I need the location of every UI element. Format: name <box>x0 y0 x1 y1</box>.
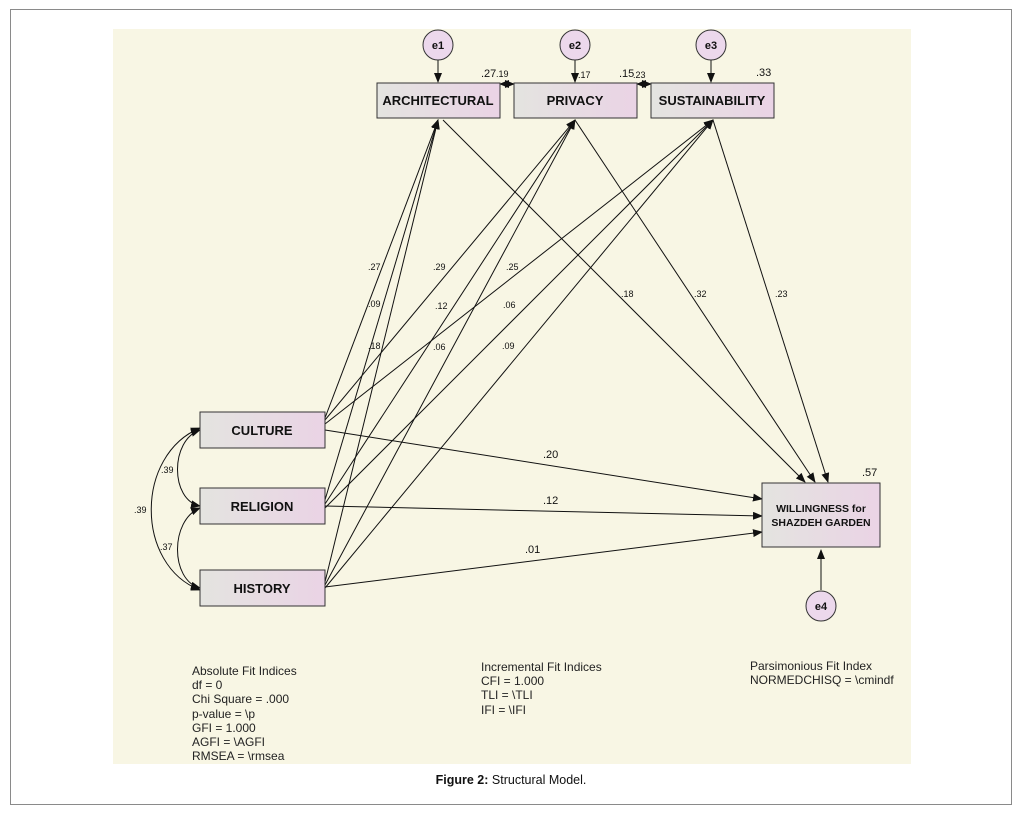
absolute-fit-line: df = 0 <box>192 678 223 693</box>
figure-caption-label: Figure 2: <box>435 773 489 787</box>
path-religion-architectural <box>324 119 440 501</box>
coef-culture-privacy: .29 <box>433 262 446 272</box>
diagram-panel <box>113 29 911 764</box>
absolute-fit-line: AGFI = \AGFI <box>192 735 266 750</box>
absolute-fit-line: Chi Square = .000 <box>192 692 290 707</box>
coef-religion-willing: .12 <box>543 495 558 507</box>
cov-culture-history <box>150 427 201 591</box>
path-sustainability-willingness <box>712 119 830 483</box>
coef-religion-arch: .09 <box>368 299 381 309</box>
path-culture-privacy <box>324 119 576 421</box>
coef-history-privacy: .06 <box>433 342 446 352</box>
cov-label-religion-history: .37 <box>160 542 173 552</box>
coef-history-arch: .18 <box>368 341 381 351</box>
coef-privacy-willing: .32 <box>694 289 707 299</box>
incremental-fit-indices: Incremental Fit Indices CFI = 1.000 TLI … <box>481 660 602 717</box>
coef-arch-willing: .18 <box>621 289 634 299</box>
parsimonious-fit-index: Parsimonious Fit Index NORMEDCHISQ = \cm… <box>750 659 894 687</box>
node-history-label: HISTORY <box>233 581 290 596</box>
coef-culture-willing: .20 <box>543 449 558 461</box>
r2-architectural: .27 <box>481 68 496 80</box>
coef-religion-privacy: .12 <box>435 301 448 311</box>
path-architectural-willingness <box>442 119 806 483</box>
node-architectural-box <box>376 82 501 119</box>
error-circle-e3 <box>695 29 727 61</box>
incremental-fit-title: Incremental Fit Indices <box>481 660 602 674</box>
path-religion-willingness <box>324 505 763 520</box>
node-privacy-box <box>513 82 638 119</box>
node-religion-box <box>199 487 326 525</box>
coef-religion-sustain: .06 <box>503 300 516 310</box>
figure-caption: Figure 2: Structural Model. <box>0 773 1022 787</box>
node-willingness-label-line1: WILLINGNESS for <box>776 503 866 515</box>
cov-label-privacy-sustain-b: .23 <box>633 70 646 80</box>
paths-to-mediators <box>324 119 714 589</box>
cov-label-privacy-sustain: .15 <box>619 68 634 80</box>
r2-willingness: .57 <box>862 467 877 479</box>
cov-label-arch-privacy: .19 <box>496 69 509 79</box>
cov-label-culture-history: .39 <box>134 505 147 515</box>
path-history-sustainability <box>324 119 714 589</box>
variable-boxes <box>199 82 881 607</box>
node-culture-label: CULTURE <box>231 423 292 438</box>
incremental-fit-line: CFI = 1.000 <box>481 674 545 689</box>
node-sustainability-label: SUSTAINABILITY <box>659 93 766 108</box>
absolute-fit-title: Absolute Fit Indices <box>192 664 297 678</box>
error-paths <box>434 60 825 590</box>
absolute-fit-line: RMSEA = \rmsea <box>192 749 285 764</box>
path-culture-sustainability <box>324 119 714 425</box>
error-circle-e4 <box>805 590 837 622</box>
path-privacy-willingness <box>574 119 816 483</box>
coef-history-willing: .01 <box>525 544 540 556</box>
path-religion-privacy <box>324 119 576 505</box>
error-circle-e1 <box>422 29 454 61</box>
path-history-architectural <box>324 119 440 583</box>
node-history-box <box>199 569 326 607</box>
node-architectural-label: ARCHITECTURAL <box>382 93 493 108</box>
r2-privacy: .17 <box>578 70 591 80</box>
parsimonious-fit-line: NORMEDCHISQ = \cmindf <box>750 673 894 688</box>
node-sustainability-box <box>650 82 775 119</box>
coef-culture-sustain: .25 <box>506 262 519 272</box>
path-history-willingness <box>324 529 763 588</box>
cov-religion-history <box>177 507 201 590</box>
node-religion-label: RELIGION <box>231 499 294 514</box>
r2-sustainability: .33 <box>756 67 771 79</box>
error-circle-e2 <box>559 29 591 61</box>
error-label-e2: e2 <box>569 40 581 52</box>
absolute-fit-line: GFI = 1.000 <box>192 720 256 735</box>
incremental-fit-line: IFI = \IFI <box>481 702 527 717</box>
node-culture-box <box>199 411 326 449</box>
path-culture-architectural <box>324 119 439 419</box>
error-label-e3: e3 <box>705 40 717 52</box>
paths-to-willingness <box>324 119 830 588</box>
node-willingness-box <box>761 482 881 548</box>
cov-label-culture-religion: .39 <box>161 465 174 475</box>
error-circles <box>422 29 837 622</box>
coef-history-sustain: .09 <box>502 341 515 351</box>
covariances <box>150 80 652 591</box>
error-label-e4: e4 <box>815 601 828 613</box>
parsimonious-fit-title: Parsimonious Fit Index <box>750 659 873 673</box>
path-culture-willingness <box>324 429 763 502</box>
coef-sustain-willing: .23 <box>775 289 788 299</box>
path-religion-sustainability <box>324 119 714 509</box>
path-history-privacy <box>324 119 576 586</box>
figure-caption-text: Structural Model. <box>491 773 587 787</box>
absolute-fit-line: p-value = \p <box>192 706 256 721</box>
error-label-e1: e1 <box>432 40 444 52</box>
node-privacy-label: PRIVACY <box>547 93 604 108</box>
incremental-fit-line: TLI = \TLI <box>481 688 533 703</box>
coef-culture-arch: .27 <box>368 262 381 272</box>
cov-culture-religion <box>177 429 201 509</box>
absolute-fit-indices: Absolute Fit Indices df = 0 Chi Square =… <box>192 664 297 763</box>
node-willingness-label-line2: SHAZDEH GARDEN <box>771 517 870 529</box>
